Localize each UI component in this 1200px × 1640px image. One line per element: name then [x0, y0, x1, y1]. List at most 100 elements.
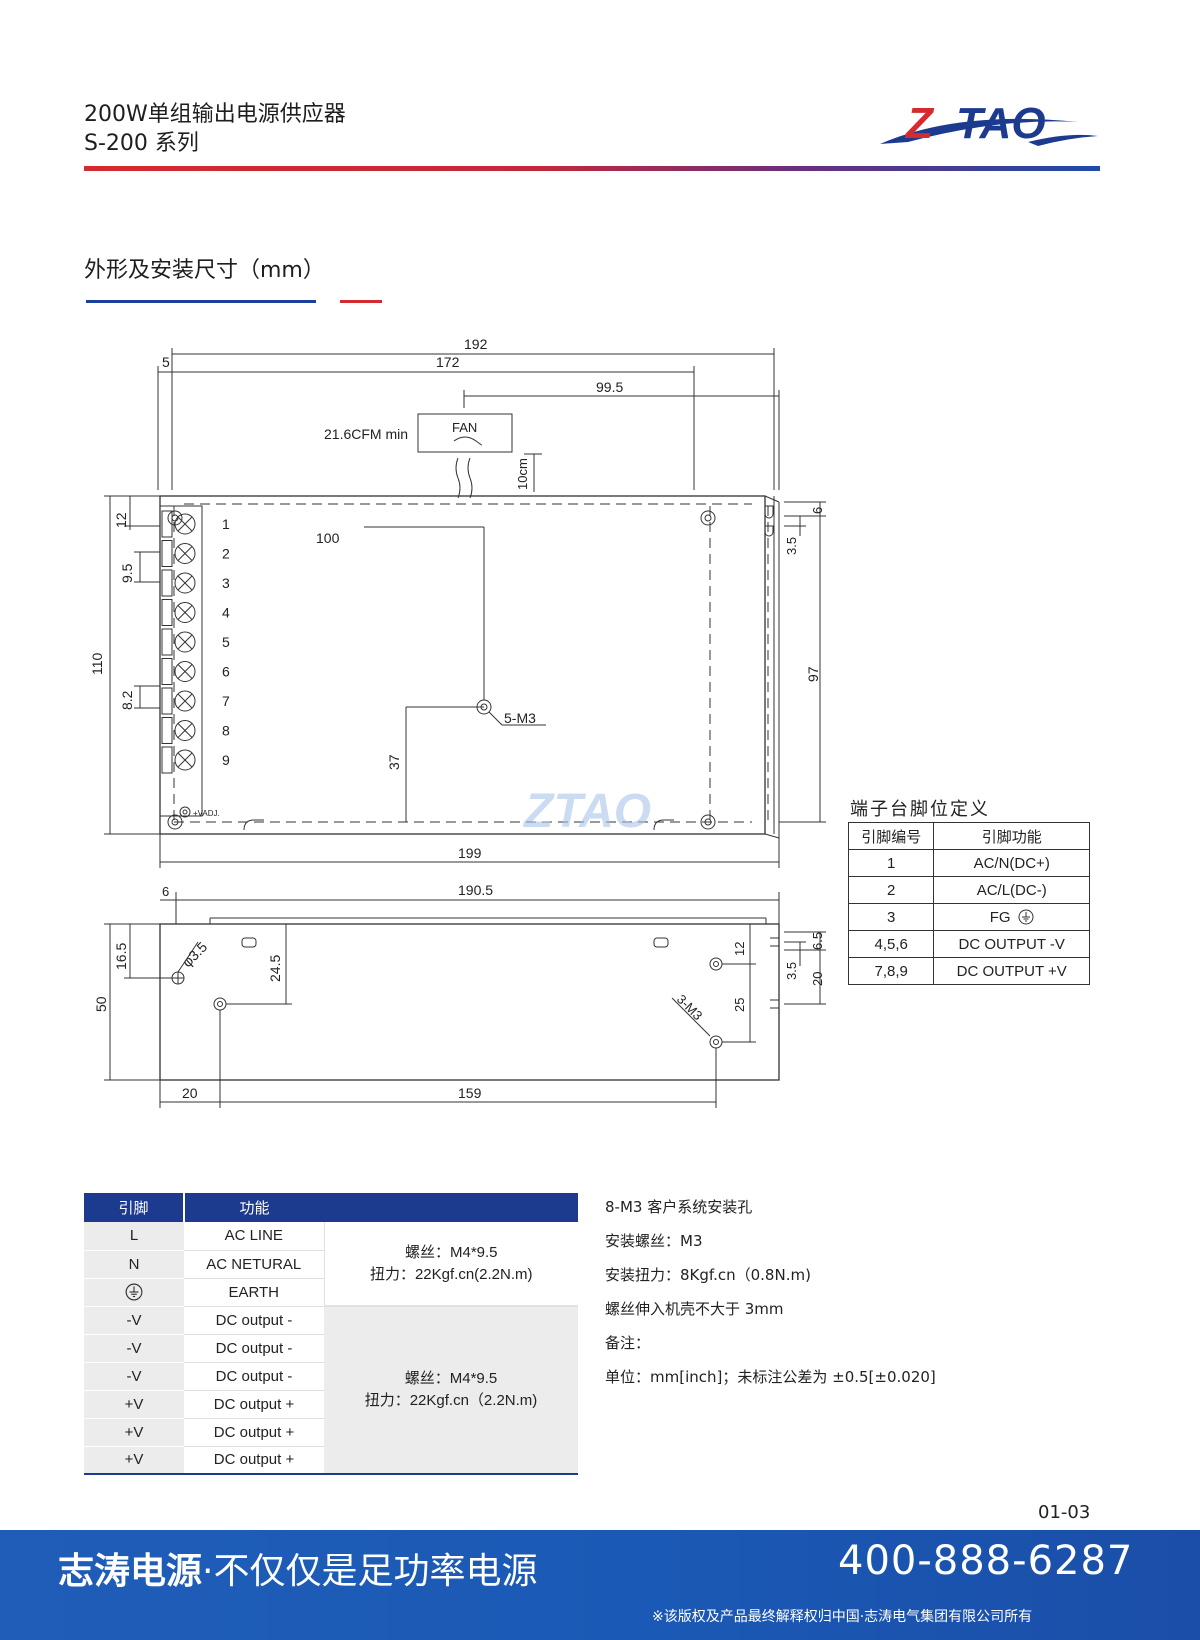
screw-label-5m3: 5-M3: [504, 710, 536, 726]
spec-pin-earth: [84, 1278, 184, 1307]
logo-swoosh: [880, 118, 1078, 144]
dim-side-6-5: 6.5: [810, 932, 825, 950]
ground-icon: [125, 1283, 143, 1301]
spec-function: DC output -: [184, 1362, 324, 1391]
table-row: -V DC output -: [84, 1334, 578, 1363]
note-screw: 安装螺丝：M3: [605, 1232, 703, 1250]
slogan-brand: 志涛电源: [58, 1551, 203, 1592]
dc-torque-spec: 扭力：22Kgf.cn（2.2N.m): [364, 1392, 538, 1409]
dim-16-5: 16.5: [113, 943, 129, 970]
watermark: ZTAO: [522, 785, 651, 838]
table-row: 1 AC/N(DC+): [847, 849, 1090, 877]
table-row: N AC NETURAL: [84, 1250, 578, 1279]
spec-function: AC LINE: [184, 1222, 324, 1251]
slogan-text: ·不仅仅是足功率电源: [202, 1551, 538, 1592]
terminal-screw: 4: [161, 599, 230, 626]
terminal-screw: 9: [161, 746, 230, 774]
pin-table-title: 端子台脚位定义: [850, 799, 990, 820]
dim-172: 172: [436, 354, 460, 370]
spec-function: EARTH: [184, 1278, 324, 1307]
terminal-number: 3: [222, 575, 230, 591]
terminal-number: 8: [222, 723, 230, 739]
table-row: 3 FG: [847, 903, 1090, 931]
spec-pin: N: [84, 1250, 184, 1279]
side-view-dimensions: 6 190.5 50 16.5 φ3.5 24.5 20 159 3-M3 12…: [93, 882, 826, 1108]
dim-side-6: 6: [162, 884, 169, 899]
note-mount-holes: 8-M3 客户系统安装孔: [605, 1198, 753, 1216]
pin-function: DC OUTPUT -V: [933, 930, 1090, 958]
pin-function: AC/L(DC-): [933, 876, 1090, 904]
title-line-1: 200W单组输出电源供应器: [84, 102, 346, 127]
dim-8-2: 8.2: [119, 690, 135, 710]
fan-clearance: 10cm: [515, 458, 530, 490]
footer-banner: [0, 1530, 1200, 1640]
terminal-screw: 1: [161, 510, 230, 538]
note-remark: 备注：: [605, 1334, 651, 1352]
section-rule-red: [340, 300, 382, 303]
section-rule-blue: [86, 300, 316, 303]
top-dimensions: 192 172 5 99.5: [157, 336, 780, 490]
pin-number: 2: [847, 876, 935, 904]
spec-header-fn: 功能: [184, 1193, 324, 1222]
dim-3-5: 3.5: [784, 537, 799, 555]
pin-function: DC OUTPUT +V: [933, 957, 1090, 985]
page-number: 01-03: [1038, 1502, 1091, 1523]
pin-function: FG: [989, 908, 1011, 926]
spec-pin: -V: [84, 1306, 184, 1335]
spec-function: DC output +: [184, 1418, 324, 1447]
right-dimensions: 6 3.5 97: [779, 501, 826, 823]
terminal-number: 7: [222, 693, 230, 709]
ac-torque-spec: 扭力：22Kgf.cn(2.2N.m): [369, 1265, 533, 1283]
spec-function: DC output +: [184, 1446, 324, 1475]
left-dimensions: 110 12 9.5 8.2: [89, 495, 160, 835]
dim-12: 12: [113, 512, 129, 528]
note-depth: 螺丝伸入机壳不大于 3mm: [605, 1300, 784, 1318]
terminal-screw: 6: [161, 658, 230, 685]
terminal-screw: 5: [161, 628, 230, 656]
table-row: 2 AC/L(DC-): [847, 876, 1090, 904]
dim-20: 20: [182, 1085, 198, 1101]
pin-number: 7,8,9: [847, 957, 935, 985]
dim-side-12: 12: [732, 942, 747, 956]
section-title: 外形及安装尺寸（mm）: [84, 258, 325, 283]
table-row: L AC LINE 螺丝：M4*9.5 扭力：22Kgf.cn(2.2N.m): [84, 1222, 578, 1307]
header-rule: [84, 166, 1100, 171]
terminal-number: 5: [222, 634, 230, 650]
dim-192: 192: [464, 336, 488, 352]
table-row: +V DC output +: [84, 1418, 578, 1447]
installation-notes: 8-M3 客户系统安装孔 安装螺丝：M3 安装扭力：8Kgf.cn（0.8N.m…: [605, 1196, 936, 1400]
dim-100: 100: [316, 530, 340, 546]
spec-header-pin: 引脚: [84, 1193, 185, 1222]
terminal-number: 2: [222, 546, 230, 562]
pin-function-fg: FG: [933, 903, 1090, 931]
terminal-screw: 2: [161, 540, 230, 567]
bottom-dimension: 199: [159, 834, 780, 868]
terminal-number: 9: [222, 752, 230, 768]
document-title: 200W单组输出电源供应器 S-200 系列: [84, 100, 346, 158]
table-row: +V DC output +: [84, 1446, 578, 1475]
ac-screw-note: 螺丝：M4*9.5 扭力：22Kgf.cn(2.2N.m): [323, 1222, 578, 1307]
spec-function: DC output -: [184, 1306, 324, 1335]
table-row: 4,5,6 DC OUTPUT -V: [847, 930, 1090, 958]
dim-24-5: 24.5: [267, 955, 283, 982]
dim-37: 37: [386, 754, 402, 770]
table-row: -V DC output - 螺丝：M4*9.5 扭力：22Kgf.cn（2.2…: [84, 1306, 578, 1475]
spec-pin: -V: [84, 1362, 184, 1391]
fan-airflow: 21.6CFM min: [324, 426, 408, 442]
dc-screw-note: 螺丝：M4*9.5 扭力：22Kgf.cn（2.2N.m): [324, 1306, 578, 1475]
pin-number: 1: [847, 849, 935, 877]
dimension-drawing: 192 172 5 99.5 FAN 21.6CFM min 10cm: [89, 336, 826, 1108]
dim-110: 110: [89, 652, 105, 675]
copyright-notice: ※该版权及产品最终解释权归中国·志涛电气集团有限公司所有: [652, 1609, 1033, 1625]
pin-table-header-fn: 引脚功能: [933, 822, 1090, 850]
note-torque: 安装扭力：8Kgf.cn（0.8N.m): [605, 1266, 811, 1284]
dim-hole-dia: φ3.5: [179, 938, 211, 970]
ac-screw-spec: 螺丝：M4*9.5: [404, 1243, 498, 1261]
table-row: -V DC output -: [84, 1362, 578, 1391]
spec-pin: -V: [84, 1334, 184, 1363]
dim-5: 5: [162, 354, 170, 370]
pin-table-header-pin: 引脚编号: [847, 822, 935, 850]
table-row: EARTH: [84, 1278, 578, 1307]
pin-number: 3: [847, 903, 935, 931]
